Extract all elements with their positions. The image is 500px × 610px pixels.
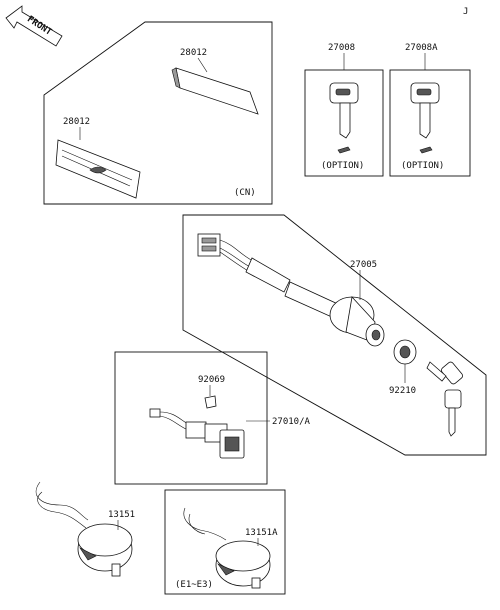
ignition-switch-icon <box>329 296 385 347</box>
connector-icon <box>197 233 256 273</box>
label-option-1: (OPTION) <box>321 161 364 171</box>
label-27005: 27005 <box>350 260 377 270</box>
label-28012-left: 28012 <box>63 117 90 127</box>
socket-13151: 13151 <box>35 481 135 577</box>
key-box-27008: 27008 (OPTION) <box>304 43 384 177</box>
label-option-2: (OPTION) <box>401 161 444 171</box>
key-box-27008a: 27008A (OPTION) <box>389 43 471 177</box>
reflector-kawasaki-icon <box>55 139 141 199</box>
front-arrow-icon: FRONT <box>5 5 63 47</box>
key-pair-icon <box>426 361 463 437</box>
label-13151a: 13151A <box>245 528 278 538</box>
label-92069: 92069 <box>198 375 225 385</box>
reflector-group-box: 28012 28012 (CN) <box>43 21 273 205</box>
socket-icon <box>149 408 245 459</box>
ignition-assembly-box: 27005 92210 <box>182 214 487 456</box>
nut-icon <box>393 339 417 365</box>
page-mark: J <box>463 7 468 17</box>
label-92210: 92210 <box>389 386 416 396</box>
socket-icon <box>215 540 271 589</box>
reflector-icon <box>171 67 259 115</box>
label-27008a: 27008A <box>405 43 438 53</box>
key-icon <box>410 82 440 139</box>
label-e1e3: (E1~E3) <box>175 580 213 590</box>
label-27008: 27008 <box>328 43 355 53</box>
label-28012-top: 28012 <box>180 48 207 58</box>
socket-icon <box>77 523 133 577</box>
label-27010a: 27010/A <box>272 417 311 427</box>
socket-13151a-box: 13151A (E1~E3) <box>164 489 286 595</box>
label-cn: (CN) <box>234 188 256 198</box>
clip-icon <box>204 395 217 409</box>
socket-box: 92069 27010/A <box>114 351 311 485</box>
label-13151: 13151 <box>108 510 135 520</box>
key-icon <box>329 82 359 139</box>
